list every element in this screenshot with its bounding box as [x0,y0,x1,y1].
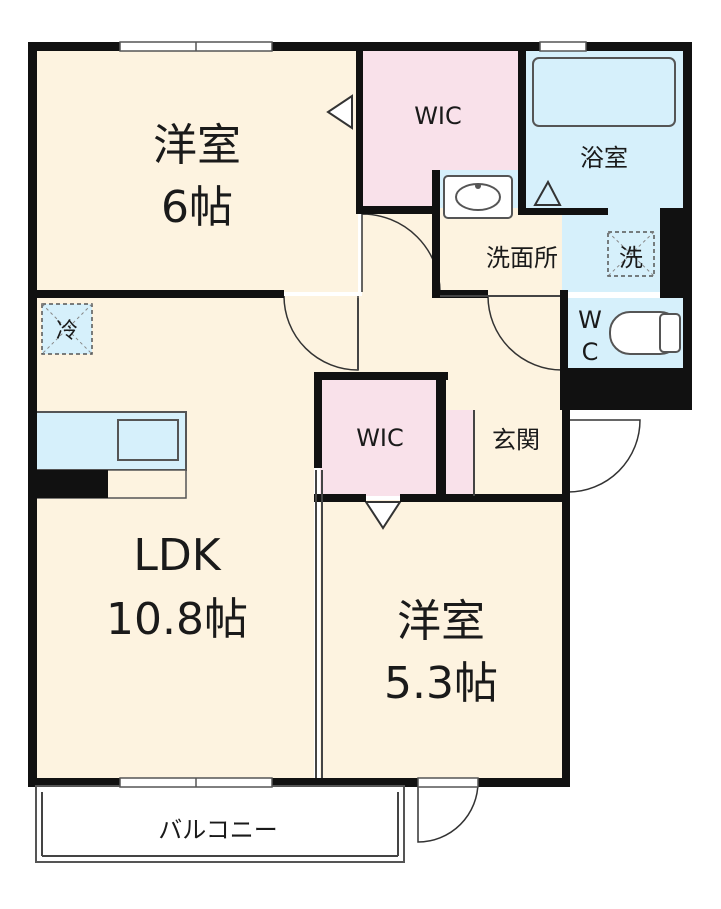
wall-left [28,42,37,786]
wall-room1-right [356,42,363,210]
bathtub [532,57,676,127]
washer-space [607,231,655,277]
balcony-label: バルコニー [158,816,278,844]
door-washroom [487,295,563,371]
wall-right-block [660,208,692,298]
balcony-floor [36,782,404,862]
bathroom-label: 浴室 [580,144,628,172]
door-entrance [567,419,641,493]
wall-wash-bottom [432,290,488,298]
wall-ldk-right [314,372,322,468]
western-room-2-floor [320,500,562,778]
door-balcony [417,781,479,843]
entrance-step [444,410,474,496]
toilet-tank [659,313,681,353]
wash-basin-faucet [475,183,481,189]
western-room-1-size: 6帖 [161,182,233,233]
ldk-size: 10.8帖 [106,594,248,645]
fixtures [35,57,681,530]
wall-wic1-bottom [356,206,438,214]
ldk-side-floor [314,296,362,376]
western-room-1-name: 洋室 [153,120,241,171]
wall-wic2-bottom [314,494,366,502]
ldk-name: LDK [133,530,221,581]
room1-door-marker [326,94,353,130]
walls [28,42,692,787]
wall-hall-bottom [314,372,448,380]
toilet-label-w: W [578,306,602,334]
fridge-space [41,303,93,355]
western-room-2-size: 5.3帖 [384,658,498,709]
labels: 洋室 6帖 WIC 浴室 洗面所 洗 W C 冷 LDK 10.8帖 WIC 玄… [56,102,643,844]
wall-bath-bottom [518,208,608,215]
ldk-floor [36,296,314,778]
room2-door-marker [364,501,402,530]
wic-1-label: WIC [414,102,462,130]
fridge-label: 冷 [56,319,78,344]
wall-bottom [28,778,570,787]
wic-2-floor [320,378,440,496]
window-bath [539,41,587,52]
kitchen-wall-block [36,470,108,498]
wall-entrance-right [562,494,570,786]
kitchen-sink [117,419,179,461]
toilet-label-c: C [582,338,599,366]
windows [119,41,587,788]
entrance-label: 玄関 [492,426,540,454]
window-room2 [417,777,479,788]
wall-toilet-left [560,290,568,410]
western-room-2-name: 洋室 [397,596,485,647]
washroom-label: 洗面所 [486,244,558,272]
wall-wic1-right [518,42,526,214]
western-room-1-floor [36,50,358,292]
wic-2-label: WIC [356,424,404,452]
wall-room1-bottom [28,290,284,298]
wall-wash-left [432,170,440,298]
wall-wic2-right [436,372,446,498]
washer-cross-2 [607,231,655,277]
door-ldk [283,295,359,371]
partitions [35,295,560,863]
bath-door-marker [533,179,562,206]
washer-label: 洗 [619,244,643,272]
wall-room2-top [400,494,570,502]
wall-entrance-door [562,410,570,500]
wall-toilet-bottom [560,368,692,410]
